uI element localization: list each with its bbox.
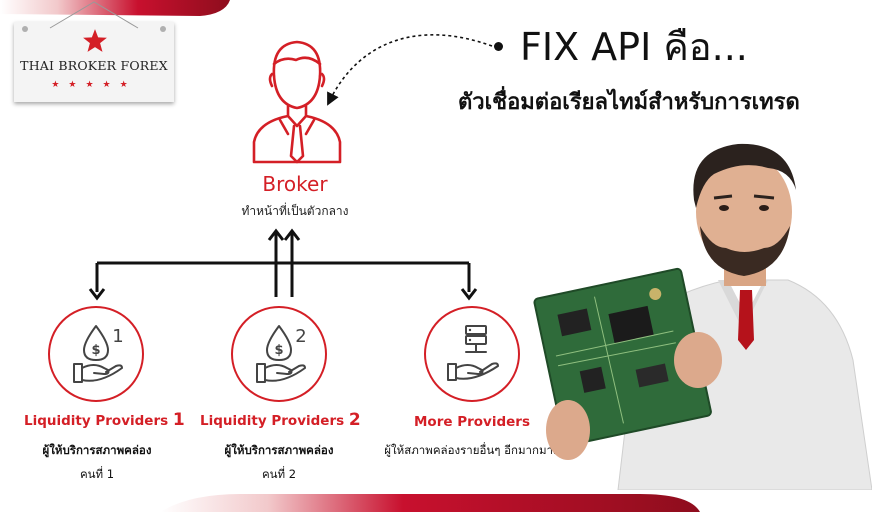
provider-1-note: คนที่ 1 (79, 467, 115, 481)
broker-description: ทำหน้าที่เป็นตัวกลาง (241, 204, 349, 218)
provider-2-description: ผู้ให้บริการสภาพคล่อง (224, 443, 334, 457)
badge-2: 2 (295, 326, 306, 347)
pin-right (160, 26, 166, 32)
money-hand-1-icon: $ 1 (73, 325, 124, 383)
money-hand-2-icon: $ 2 (256, 325, 307, 383)
headline-subtitle: ตัวเชื่อมต่อเรียลไทม์สำหรับการเทรด (458, 90, 800, 115)
provider-1-description: ผู้ให้บริการสภาพคล่อง (42, 443, 152, 457)
logo-stars: ★★★★★ (51, 80, 137, 90)
server-hand-icon (447, 325, 499, 381)
svg-text:$: $ (91, 343, 100, 358)
headline-bullet (494, 42, 503, 51)
bottom-banner (160, 494, 700, 512)
provider-1-circle: $ 1 (48, 306, 144, 402)
dashed-curve-arrow (327, 34, 493, 106)
provider-2-title: Liquidity Providers 2 (200, 410, 361, 430)
provider-3-description: ผู้ให้สภาพคล่องรายอื่นๆ อีกมากมาย (384, 443, 560, 457)
hanging-string (49, 1, 139, 29)
logo-text: THAI BROKER FOREX (20, 58, 168, 73)
businessman-icon (252, 40, 342, 164)
provider-3-circle (424, 306, 520, 402)
svg-text:$: $ (274, 343, 283, 358)
badge-1: 1 (112, 326, 123, 347)
provider-2-circle: $ 2 (231, 306, 327, 402)
engineer-holding-circuit-board-photo (533, 143, 872, 490)
broker-label: Broker (262, 172, 328, 196)
provider-2-note: คนที่ 2 (261, 467, 297, 481)
headline-title: FIX API คือ... (520, 25, 748, 69)
provider-1-title: Liquidity Providers 1 (24, 410, 185, 430)
red-star-icon (83, 29, 107, 52)
logo-card: THAI BROKER FOREX ★★★★★ (14, 1, 174, 102)
pin-left (22, 26, 28, 32)
top-banner (0, 0, 230, 16)
provider-3-title: More Providers (414, 414, 530, 430)
